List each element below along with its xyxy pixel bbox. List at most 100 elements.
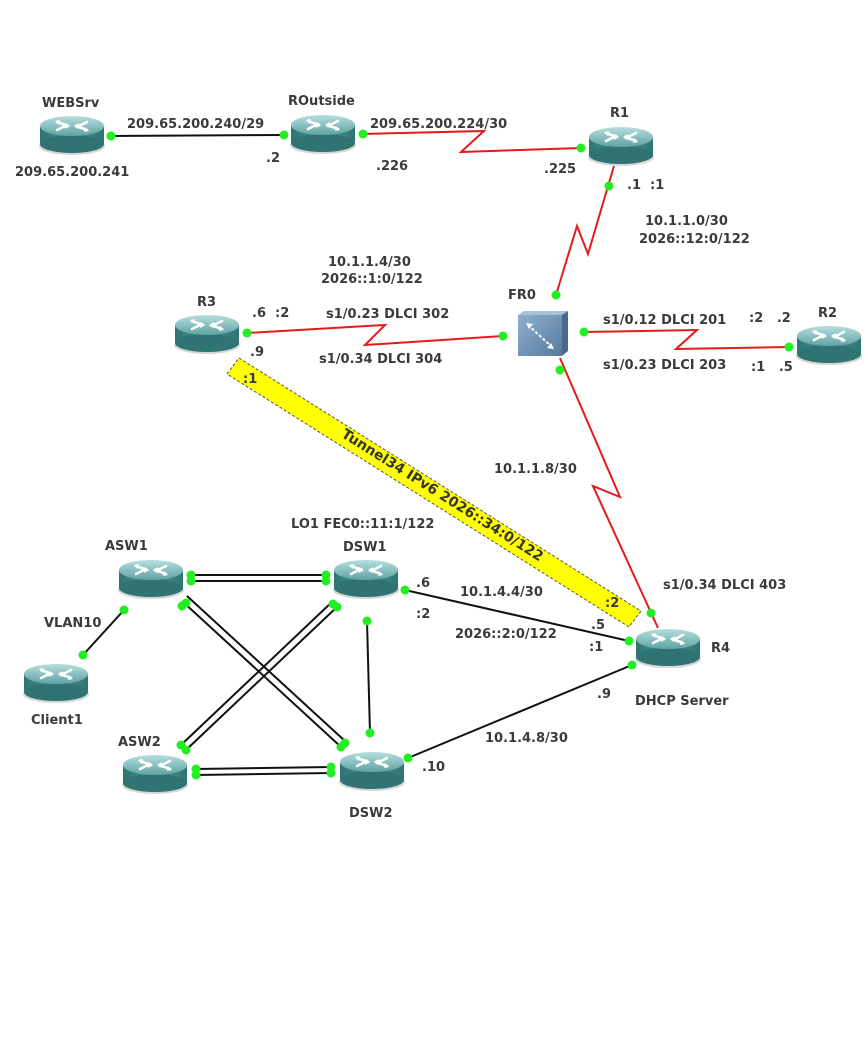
device-routside[interactable] [288, 113, 358, 156]
router-icon [794, 324, 864, 367]
r1-name: R1 [610, 106, 629, 121]
port-dot[interactable] [279, 130, 289, 140]
tunnel-band [226, 357, 642, 628]
router-icon [288, 113, 358, 156]
link-dsw1-dsw2[interactable] [366, 620, 371, 734]
r4-dsw2-label: .9 [597, 687, 611, 702]
port-dot[interactable] [403, 753, 413, 763]
link-routside-r1[interactable] [362, 129, 582, 154]
net-dsw2-r4-label: 10.1.4.8/30 [485, 731, 568, 746]
device-client1[interactable] [21, 662, 91, 705]
port-dot[interactable] [646, 608, 656, 618]
port-dot[interactable] [604, 181, 614, 191]
dlci-403-label: s1/0.34 DLCI 403 [663, 578, 786, 593]
r4-name: R4 [711, 641, 730, 656]
tunnel34[interactable]: Tunnel34 IPv6 2026::34:0/122 :1 :2 [226, 357, 642, 628]
port-dot[interactable] [576, 143, 586, 153]
port-dot[interactable] [181, 598, 191, 608]
device-fr0[interactable] [518, 311, 568, 356]
device-r1[interactable] [586, 125, 656, 168]
link-fr0-r4[interactable] [559, 357, 659, 629]
r1-down-label: .1 :1 [627, 178, 664, 193]
link-asw1-client1[interactable] [82, 609, 125, 656]
r3-name: R3 [197, 295, 216, 310]
tunnel-r4-end-label: :2 [605, 596, 619, 611]
link-r1-fr0[interactable] [555, 165, 615, 296]
net-r3-fr-v4-label: 10.1.1.4/30 [328, 255, 411, 270]
client1-name: Client1 [31, 713, 83, 728]
device-dsw2[interactable] [337, 750, 407, 793]
net-dsw1-r4-v4-label: 10.1.4.4/30 [460, 585, 543, 600]
port-dot[interactable] [498, 331, 508, 341]
fr0-name: FR0 [508, 288, 536, 303]
link-asw1-dsw2[interactable] [181, 595, 346, 747]
router-icon [172, 313, 242, 356]
port-dot[interactable] [555, 365, 565, 375]
frame-relay-switch-icon [518, 311, 568, 356]
port-dot[interactable] [579, 327, 589, 337]
link-asw1-dsw1[interactable] [191, 574, 326, 582]
port-dot[interactable] [321, 576, 331, 586]
link-dsw2-r4[interactable] [407, 664, 633, 759]
port-dot[interactable] [186, 576, 196, 586]
port-dot[interactable] [191, 770, 201, 780]
router-icon [633, 627, 703, 670]
port-dot[interactable] [627, 660, 637, 670]
port-dot[interactable] [340, 738, 350, 748]
net-r3-fr-v6-label: 2026::1:0/122 [321, 272, 423, 287]
r4-dsw1-v6-label: :1 [589, 640, 603, 655]
port-dot[interactable] [326, 768, 336, 778]
port-dot[interactable] [365, 728, 375, 738]
port-dot[interactable] [551, 290, 561, 300]
device-r2[interactable] [794, 324, 864, 367]
link-dsw1-r4[interactable] [404, 589, 630, 642]
port-dot[interactable] [181, 745, 191, 755]
dsw1-note: LO1 FEC0::11:1/122 [291, 517, 434, 532]
net-r1-fr-v4-label: 10.1.1.0/30 [645, 214, 728, 229]
router-icon [37, 114, 107, 157]
websrv-ip-label: 209.65.200.241 [15, 165, 129, 180]
switch-icon [120, 753, 190, 796]
device-asw1[interactable] [116, 558, 186, 601]
port-dot[interactable] [332, 602, 342, 612]
device-r4[interactable] [633, 627, 703, 670]
link-dsw1-asw2[interactable] [180, 600, 339, 751]
port-dot[interactable] [242, 328, 252, 338]
link-r3-fr0[interactable] [246, 323, 504, 347]
port-dot[interactable] [358, 129, 368, 139]
port-dot[interactable] [624, 636, 634, 646]
asw2-name: ASW2 [118, 735, 161, 750]
dlci-203-label: s1/0.23 DLCI 203 [603, 358, 726, 373]
net-fr-r4-label: 10.1.1.8/30 [494, 462, 577, 477]
dsw1-name: DSW1 [343, 540, 387, 555]
device-r3[interactable] [172, 313, 242, 356]
port-dot[interactable] [106, 131, 116, 141]
r3-port-label: .6 :2 [252, 306, 289, 321]
dsw2-port-label: .10 [422, 760, 445, 775]
dsw2-name: DSW2 [349, 806, 393, 821]
port-dot[interactable] [78, 650, 88, 660]
link-websrv-routside[interactable] [110, 134, 285, 137]
link-fr0-r2[interactable] [583, 328, 790, 351]
r4-dsw1-v4-label: .5 [591, 618, 605, 633]
port-dot[interactable] [119, 605, 129, 615]
port-dot[interactable] [784, 342, 794, 352]
websrv-name: WEBSrv [42, 96, 100, 111]
dsw1-port-v6-label: :2 [416, 607, 430, 622]
dlci-201-label: s1/0.12 DLCI 201 [603, 313, 726, 328]
device-websrv[interactable] [37, 114, 107, 157]
routside-right-label: .226 [376, 159, 408, 174]
tunnel-r3-end-label: :1 [243, 372, 257, 387]
link-asw2-dsw2[interactable] [195, 766, 332, 776]
switch-icon [337, 750, 407, 793]
device-dsw1[interactable] [331, 558, 401, 601]
port-dot[interactable] [400, 585, 410, 595]
switch-icon [116, 558, 186, 601]
device-asw2[interactable] [120, 753, 190, 796]
r2-name: R2 [818, 306, 837, 321]
r2-bottom-label: :1 .5 [751, 360, 793, 375]
port-dot[interactable] [362, 616, 372, 626]
net-websrv-routside-label: 209.65.200.240/29 [127, 117, 264, 132]
net-routside-r1-label: 209.65.200.224/30 [370, 117, 507, 132]
